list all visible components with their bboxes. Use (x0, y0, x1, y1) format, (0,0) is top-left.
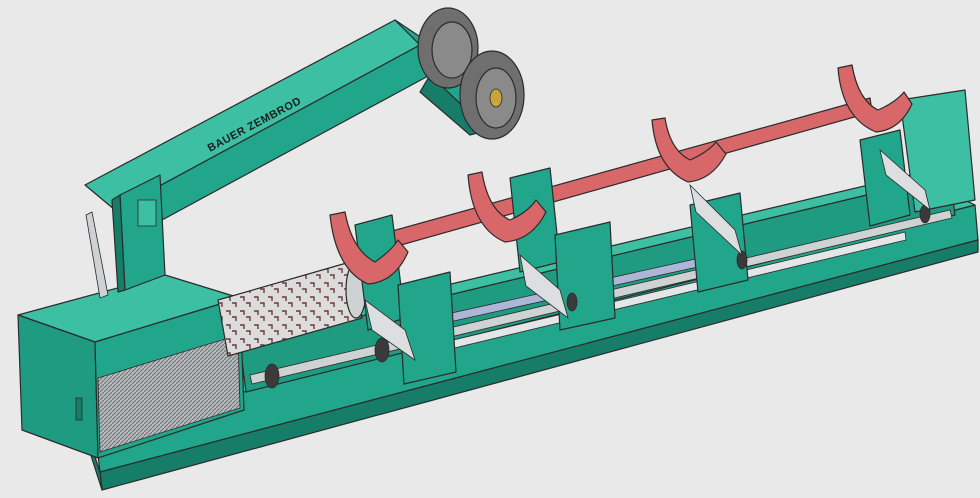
boom-column (85, 174, 166, 299)
rail-rollers (264, 204, 931, 389)
pipe-cradles (329, 64, 913, 285)
pipe-cradle-icon (329, 211, 409, 285)
pipe-cradle-icon (651, 117, 727, 183)
support-plates (364, 148, 931, 362)
pipe-cradle-icon (837, 64, 913, 133)
engine-housing (17, 274, 245, 459)
grille-icon (97, 334, 241, 453)
spiked-roller-icon (217, 261, 367, 357)
wheel-pair-icon (417, 7, 525, 140)
pipe-cradle-icon (467, 171, 547, 243)
